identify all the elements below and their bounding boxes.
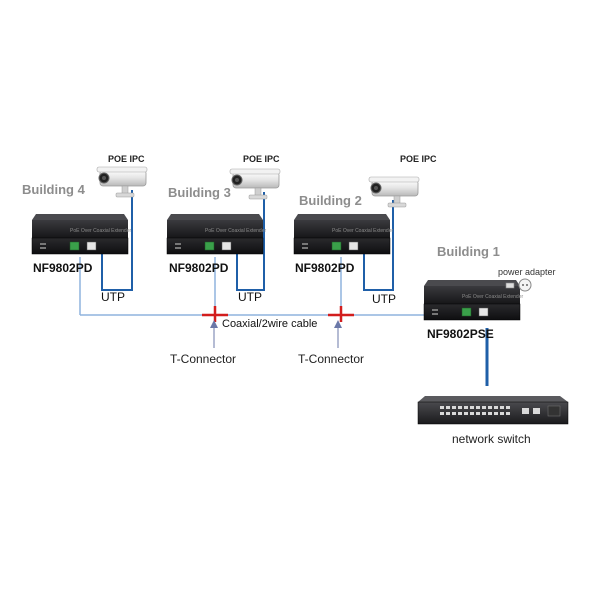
t-connector-label-left: T-Connector: [170, 352, 236, 366]
camera-icon: [368, 176, 420, 208]
pd-device-building2: [293, 213, 391, 255]
utp-cables: [101, 190, 394, 291]
pse-device-building1: [423, 279, 521, 321]
building-name-3: Building 3: [168, 185, 231, 200]
building-name-4: Building 4: [22, 182, 86, 197]
t-connector-marks: [202, 306, 354, 322]
model-label-building1: NF9802PSE: [427, 327, 494, 341]
building-name-2: Building 2: [299, 193, 362, 208]
model-label-building2: NF9802PD: [295, 261, 355, 275]
camera-icon: [96, 166, 148, 198]
utp-label-building3: UTP: [238, 290, 262, 304]
t-connector-arrows: [210, 320, 342, 348]
t-connector-label-right: T-Connector: [298, 352, 364, 366]
utp-label-building4: UTP: [101, 290, 125, 304]
device-faceplate-text: PoE Over Coaxial Extender: [205, 228, 266, 234]
camera-icon: [229, 168, 281, 200]
device-faceplate-text: PoE Over Coaxial Extender: [70, 228, 131, 234]
network-switch-icon: [417, 396, 569, 425]
utp-label-building2: UTP: [372, 292, 396, 306]
model-label-building3: NF9802PD: [169, 261, 229, 275]
pd-device-building4: [31, 213, 129, 255]
camera-label-building2: POE IPC: [400, 154, 437, 164]
network-switch-label: network switch: [452, 432, 531, 446]
device-faceplate-text: PoE Over Coaxial Extender: [462, 294, 523, 300]
camera-label-building4: POE IPC: [108, 154, 145, 164]
camera-label-building3: POE IPC: [243, 154, 280, 164]
model-label-building4: NF9802PD: [33, 261, 93, 275]
cable-label: Coaxial/2wire cable: [222, 318, 317, 330]
building-name-1: Building 1: [437, 244, 500, 259]
power-adapter-icon: [505, 278, 532, 292]
pd-device-building3: [166, 213, 264, 255]
power-adapter-label: power adapter: [498, 267, 556, 277]
device-faceplate-text: PoE Over Coaxial Extender: [332, 228, 393, 234]
